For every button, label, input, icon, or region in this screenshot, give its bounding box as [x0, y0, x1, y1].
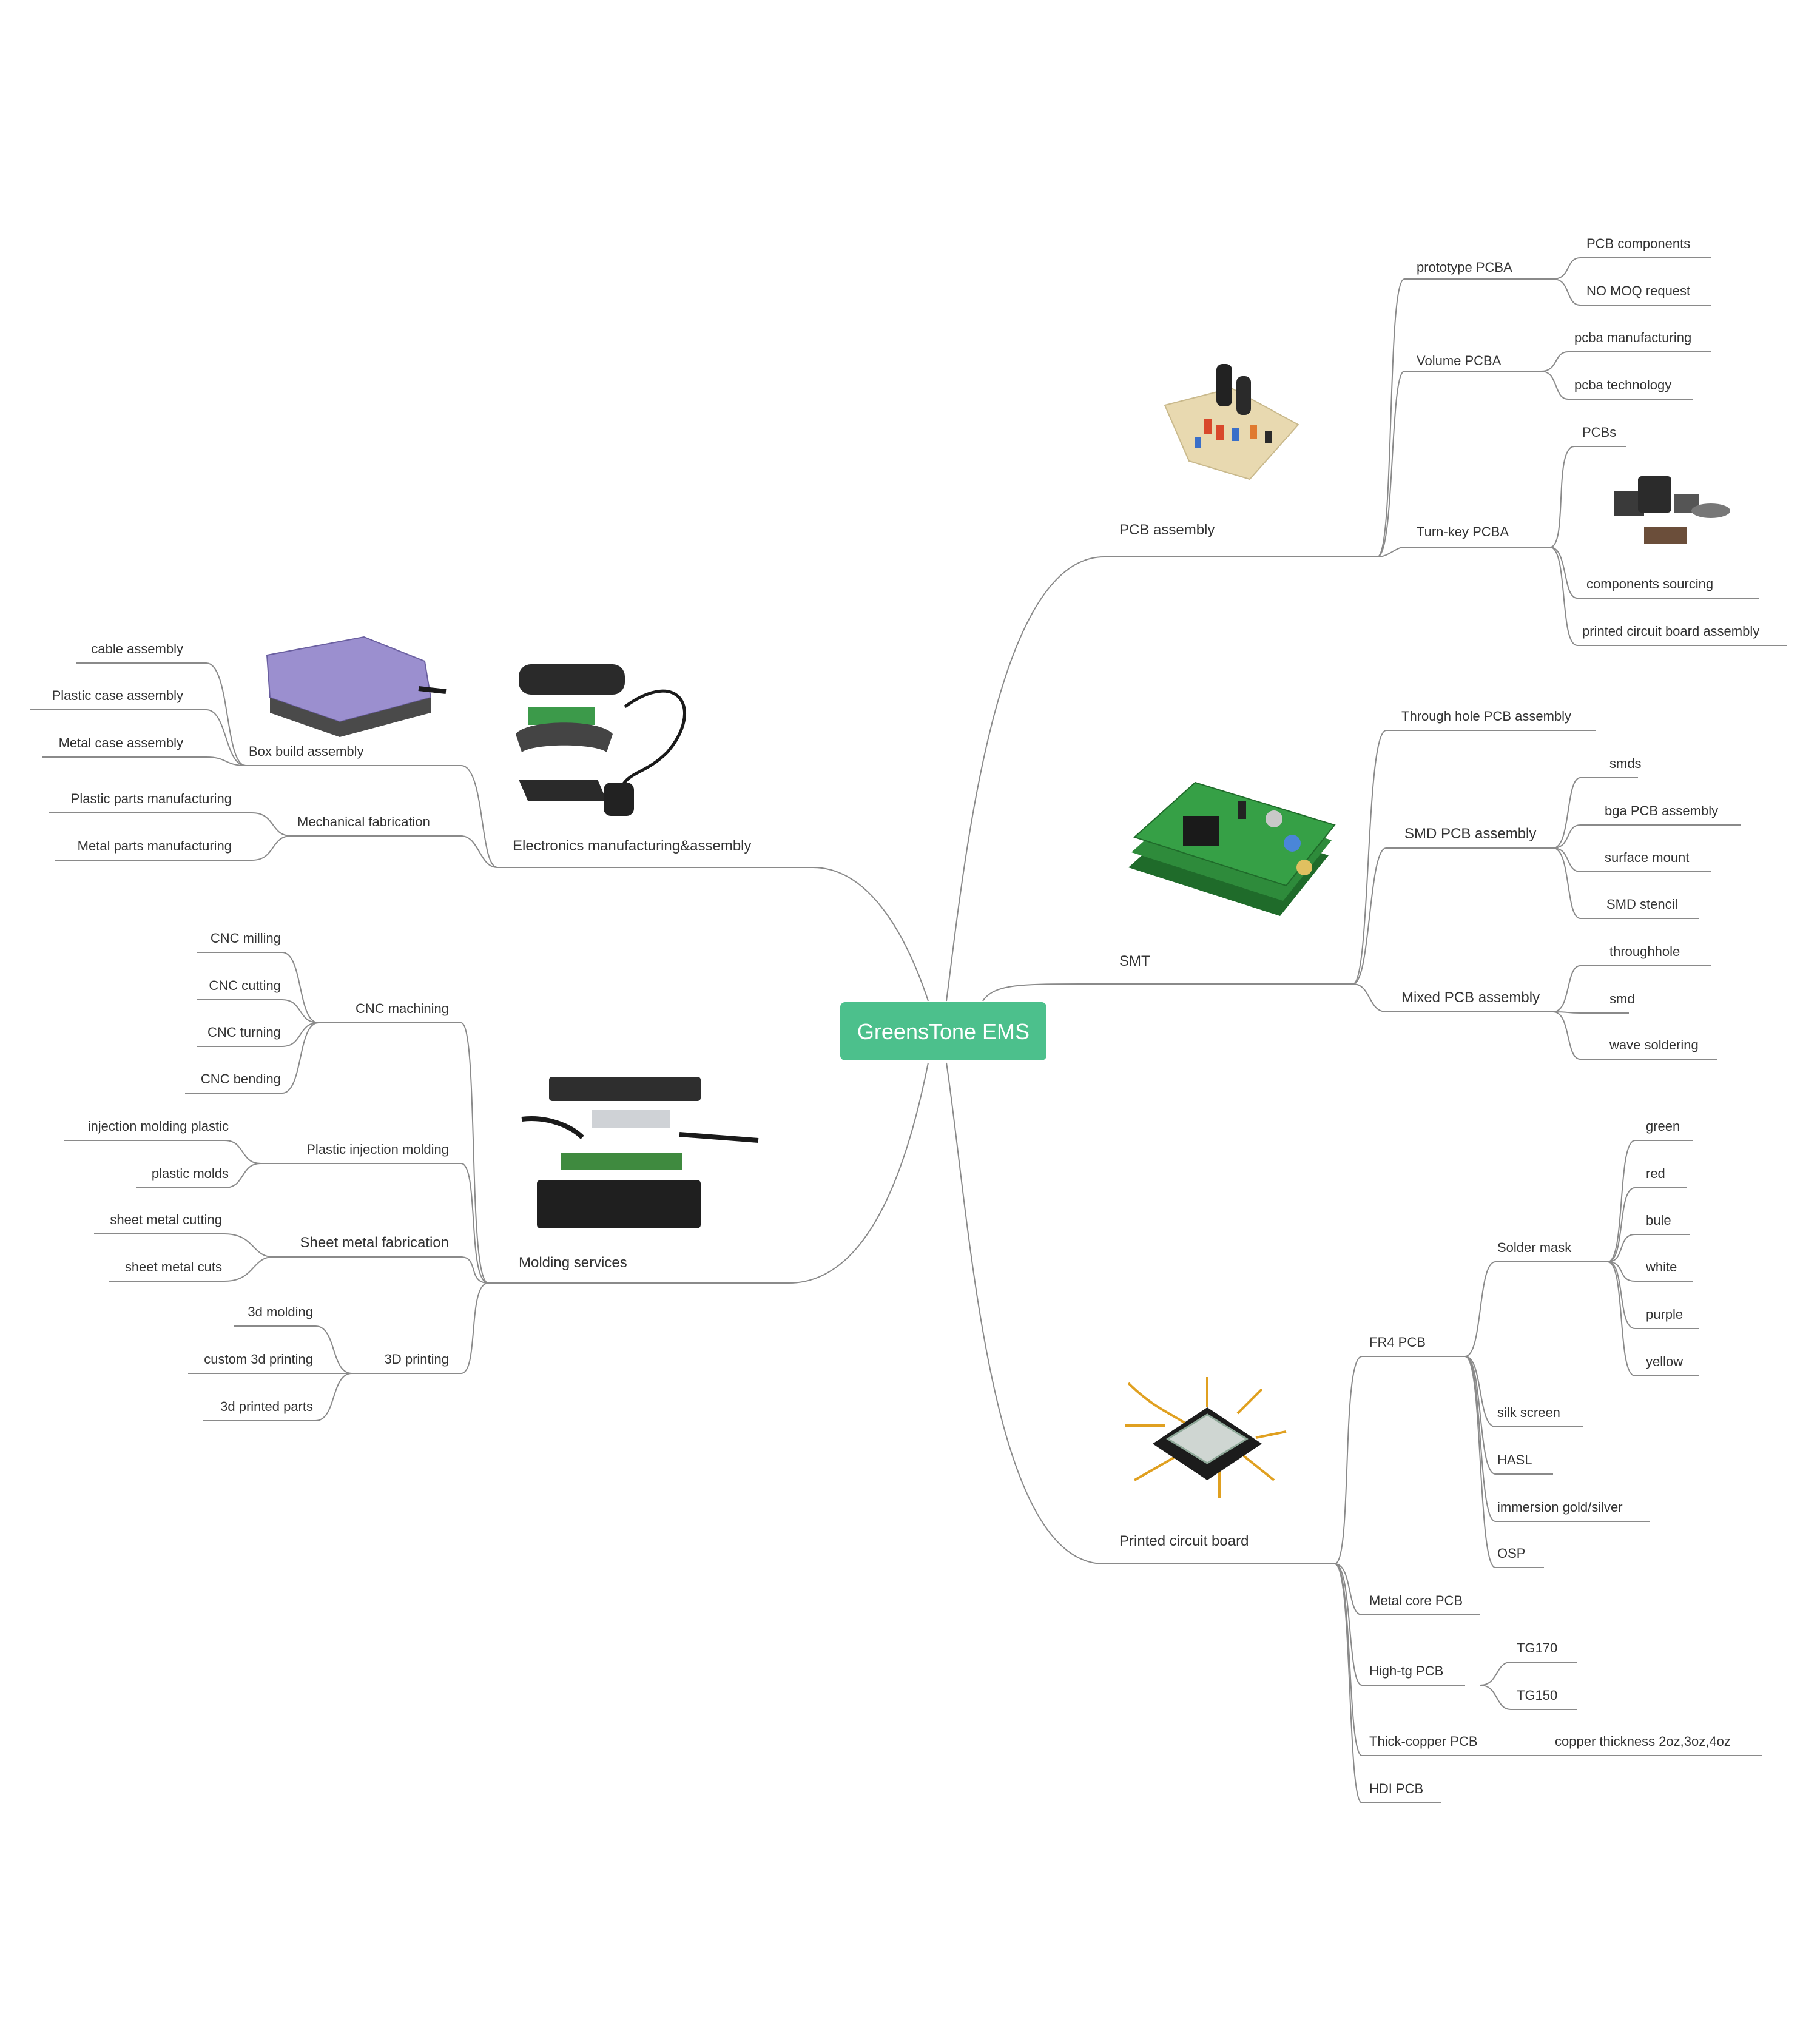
molding-product-image: [521, 1077, 759, 1228]
node-mixed-pcb-assembly[interactable]: Mixed PCB assembly: [1401, 989, 1540, 1006]
components-image: [1614, 476, 1730, 544]
leaf-smds[interactable]: smds: [1609, 756, 1642, 771]
leaf-3d-printed-parts[interactable]: 3d printed parts: [220, 1399, 313, 1414]
leaf-plastic-molds[interactable]: plastic molds: [152, 1166, 229, 1181]
leaf-silk-screen[interactable]: silk screen: [1497, 1405, 1560, 1420]
node-high-tg-pcb[interactable]: High-tg PCB: [1369, 1663, 1443, 1679]
node-plastic-injection-molding[interactable]: Plastic injection molding: [306, 1142, 449, 1157]
node-electronics-manufacturing[interactable]: Electronics manufacturing&assembly: [513, 838, 752, 854]
leaf-custom-3d-printing[interactable]: custom 3d printing: [204, 1352, 313, 1367]
leaf-cnc-milling[interactable]: CNC milling: [211, 931, 281, 946]
leaf-cnc-cutting[interactable]: CNC cutting: [209, 978, 281, 993]
leaf-bule[interactable]: bule: [1646, 1213, 1671, 1228]
leaf-pcba-technology[interactable]: pcba technology: [1574, 377, 1671, 392]
leaf-cnc-bending[interactable]: CNC bending: [201, 1071, 281, 1086]
enclosure-image: [266, 636, 447, 737]
leaf-immersion-gold-silver[interactable]: immersion gold/silver: [1497, 1500, 1623, 1515]
leaf-sheet-metal-cuts[interactable]: sheet metal cuts: [125, 1259, 222, 1275]
leaf-sheet-metal-cutting[interactable]: sheet metal cutting: [110, 1212, 222, 1227]
node-solder-mask[interactable]: Solder mask: [1497, 1240, 1572, 1255]
node-volume-pcba[interactable]: Volume PCBA: [1417, 353, 1502, 368]
node-pcb-assembly[interactable]: PCB assembly: [1119, 522, 1215, 538]
leaf-bga-pcb-assembly[interactable]: bga PCB assembly: [1605, 803, 1718, 818]
leaf-pcbs[interactable]: PCBs: [1582, 425, 1616, 440]
leaf-purple[interactable]: purple: [1646, 1307, 1683, 1322]
pcb-board-image: [1164, 364, 1299, 480]
leaf-green[interactable]: green: [1646, 1119, 1680, 1134]
leaf-cnc-turning[interactable]: CNC turning: [207, 1025, 281, 1040]
cpu-chip-image: [1125, 1377, 1287, 1498]
leaf-copper-thickness[interactable]: copper thickness 2oz,3oz,4oz: [1555, 1734, 1731, 1749]
leaf-wave-soldering[interactable]: wave soldering: [1609, 1037, 1699, 1052]
node-turnkey-pcba[interactable]: Turn-key PCBA: [1417, 524, 1509, 539]
connector-lines: [30, 257, 1787, 1803]
leaf-metal-case-assembly[interactable]: Metal case assembly: [59, 735, 183, 750]
node-printed-circuit-board[interactable]: Printed circuit board: [1119, 1533, 1249, 1549]
leaf-components-sourcing[interactable]: components sourcing: [1586, 576, 1713, 591]
leaf-3d-molding[interactable]: 3d molding: [248, 1304, 313, 1319]
node-smt[interactable]: SMT: [1119, 953, 1150, 969]
leaf-smd-stencil[interactable]: SMD stencil: [1606, 897, 1677, 912]
leaf-pcb-components[interactable]: PCB components: [1586, 236, 1690, 251]
exploded-device-image: [516, 664, 686, 816]
leaf-pcba-manufacturing[interactable]: pcba manufacturing: [1574, 330, 1691, 345]
leaf-tg150[interactable]: TG150: [1517, 1688, 1557, 1703]
leaf-hasl[interactable]: HASL: [1497, 1452, 1532, 1467]
leaf-tg170[interactable]: TG170: [1517, 1640, 1557, 1655]
leaf-smd[interactable]: smd: [1609, 991, 1635, 1006]
node-prototype-pcba[interactable]: prototype PCBA: [1417, 260, 1512, 275]
leaf-plastic-case-assembly[interactable]: Plastic case assembly: [52, 688, 183, 703]
leaf-plastic-parts-manufacturing[interactable]: Plastic parts manufacturing: [71, 791, 232, 806]
root-label: GreensTone EMS: [857, 1019, 1030, 1044]
node-molding-services[interactable]: Molding services: [519, 1254, 627, 1271]
node-hdi-pcb[interactable]: HDI PCB: [1369, 1781, 1423, 1796]
leaf-white[interactable]: white: [1645, 1259, 1677, 1275]
node-mechanical-fabrication[interactable]: Mechanical fabrication: [297, 814, 430, 829]
smt-boards-image: [1128, 781, 1336, 916]
leaf-printed-circuit-board-assembly[interactable]: printed circuit board assembly: [1582, 624, 1759, 639]
node-fr4-pcb[interactable]: FR4 PCB: [1369, 1335, 1426, 1350]
node-metal-core-pcb[interactable]: Metal core PCB: [1369, 1593, 1463, 1608]
node-smd-pcb-assembly[interactable]: SMD PCB assembly: [1404, 826, 1536, 842]
leaf-yellow[interactable]: yellow: [1646, 1354, 1683, 1369]
leaf-surface-mount[interactable]: surface mount: [1605, 850, 1689, 865]
leaf-red[interactable]: red: [1646, 1166, 1665, 1181]
node-through-hole-pcb-assembly[interactable]: Through hole PCB assembly: [1401, 709, 1571, 724]
leaf-no-moq-request[interactable]: NO MOQ request: [1586, 283, 1690, 298]
leaf-cable-assembly[interactable]: cable assembly: [91, 641, 183, 656]
node-sheet-metal-fabrication[interactable]: Sheet metal fabrication: [300, 1234, 449, 1251]
node-3d-printing[interactable]: 3D printing: [385, 1352, 449, 1367]
root-node[interactable]: GreensTone EMS: [840, 1002, 1046, 1060]
leaf-throughhole[interactable]: throughhole: [1609, 944, 1680, 959]
leaf-metal-parts-manufacturing[interactable]: Metal parts manufacturing: [78, 838, 232, 854]
node-thick-copper-pcb[interactable]: Thick-copper PCB: [1369, 1734, 1478, 1749]
leaf-osp[interactable]: OSP: [1497, 1546, 1525, 1561]
node-box-build-assembly[interactable]: Box build assembly: [249, 744, 364, 759]
node-cnc-machining[interactable]: CNC machining: [356, 1001, 449, 1016]
leaf-injection-molding-plastic[interactable]: injection molding plastic: [88, 1119, 229, 1134]
